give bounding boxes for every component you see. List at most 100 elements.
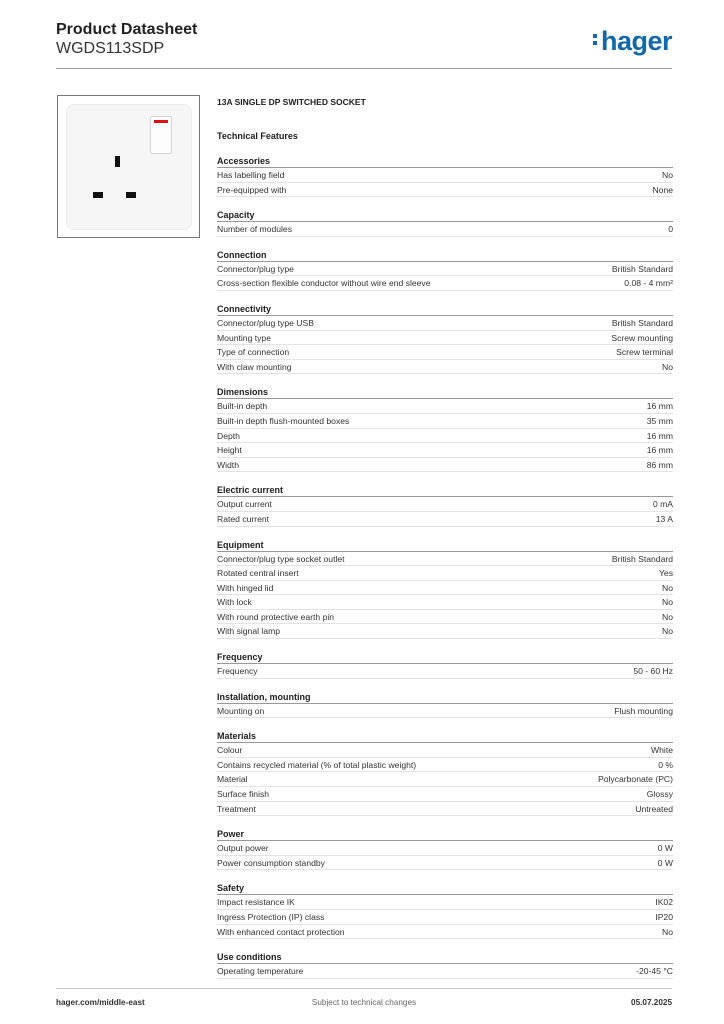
spec-value: Screw terminal [616, 347, 673, 358]
spec-label: Number of modules [217, 224, 292, 235]
spec-value: 86 mm [646, 459, 673, 470]
spec-label: Connector/plug type [217, 263, 294, 274]
spec-value: No [662, 926, 673, 937]
spec-row: With claw mounting No [217, 360, 673, 375]
spec-value: -20-45 °C [636, 966, 673, 977]
spec-value: No [662, 597, 673, 608]
spec-row: Surface finish Glossy [217, 787, 673, 802]
spec-value: 13 A [655, 513, 673, 524]
spec-content: 13A SINGLE DP SWITCHED SOCKET Technical … [217, 96, 673, 991]
spec-row: Cross-section flexible conductor without… [217, 276, 673, 291]
spec-value: White [651, 745, 673, 756]
page-header: Product Datasheet WGDS113SDP hager [56, 20, 673, 70]
live-pin-slot [93, 192, 103, 198]
spec-row: Power consumption standby 0 W [217, 856, 673, 871]
spec-row: With hinged lid No [217, 581, 673, 596]
spec-value: No [662, 361, 673, 372]
spec-row: Built-in depth flush-mounted boxes 35 mm [217, 414, 673, 429]
spec-label: Connector/plug type USB [217, 317, 314, 328]
page-footer: hager.com/middle-east Subject to technic… [56, 998, 672, 1010]
spec-label: Frequency [217, 666, 258, 677]
earth-pin-slot [115, 156, 120, 167]
spec-value: IP20 [655, 912, 673, 922]
spec-label: Output current [217, 499, 272, 510]
spec-row: Connector/plug type socket outlet British… [217, 552, 673, 567]
section-title: Frequency [217, 651, 673, 665]
spec-label: Power consumption standby [217, 857, 325, 868]
spec-label: Impact resistance IK [217, 897, 295, 908]
spec-label: With hinged lid [217, 582, 274, 593]
spec-value: None [652, 184, 673, 195]
spec-label: Built-in depth flush-mounted boxes [217, 415, 350, 426]
spec-value: 0 % [658, 759, 673, 770]
neutral-pin-slot [126, 192, 136, 198]
spec-row: Operating temperature-20-45 °C [217, 964, 673, 979]
spec-label: Rated current [217, 513, 270, 524]
spec-label: Surface finish [217, 789, 270, 800]
spec-row: Built-in depth 16 mm [217, 399, 673, 414]
spec-value: Glossy [646, 789, 673, 800]
spec-label: Ingress Protection (IP) class [217, 912, 325, 922]
spec-label: Built-in depth [217, 401, 268, 412]
spec-label: Type of connection [217, 347, 290, 358]
spec-label: With claw mounting [217, 361, 292, 372]
section-title: Connectivity [217, 303, 673, 316]
spec-label: Connector/plug type socket outlet [217, 553, 345, 564]
section-title: Connection [217, 249, 673, 262]
spec-value: No [662, 170, 673, 180]
socket-faceplate [66, 104, 192, 230]
footer-date: 05.07.2025 [631, 998, 672, 1007]
product-image [57, 95, 200, 238]
spec-label: Treatment [217, 803, 256, 814]
spec-row: Ingress Protection (IP) class IP20 [217, 910, 673, 925]
spec-row: Contains recycled material (% of total p… [217, 758, 673, 773]
spec-value: No [662, 611, 673, 622]
document-title: Product Datasheet [56, 21, 198, 38]
section-title: Safety [217, 882, 673, 896]
spec-row: Type of connection Screw terminal [217, 345, 673, 360]
footer-website: hager.com/middle-east [56, 998, 145, 1007]
spec-label: Rotated central insert [217, 568, 299, 579]
spec-value: No [662, 582, 673, 593]
spec-row: Rated current 13 A [217, 512, 673, 527]
product-name: 13A SINGLE DP SWITCHED SOCKET [217, 97, 366, 107]
section-title: Electric current [217, 484, 673, 498]
spec-value: 35 mm [646, 415, 673, 426]
spec-row: Connector/plug type British Standard [217, 262, 673, 277]
spec-value: 0 W [657, 857, 673, 868]
spec-value: 16 mm [646, 445, 673, 456]
footer-notice: Subject to technical changes [311, 998, 417, 1007]
spec-value: 0 [668, 224, 673, 235]
section-title: Equipment [217, 539, 673, 552]
spec-value: British Standard [611, 553, 673, 564]
section-title: Dimensions [217, 386, 673, 400]
spec-label: Contains recycled material (% of total p… [217, 759, 417, 770]
spec-value: Flush mounting [614, 705, 673, 716]
spec-label: Mounting type [217, 332, 271, 343]
technical-features-title: Technical Features [217, 131, 298, 141]
spec-value: Polycarbonate (PC) [598, 774, 673, 785]
spec-value: 16 mm [646, 430, 673, 441]
spec-label: Material [217, 774, 248, 785]
spec-value: 16 mm [646, 401, 673, 412]
spec-value: British Standard [611, 263, 673, 274]
spec-label: With signal lamp [217, 626, 281, 637]
